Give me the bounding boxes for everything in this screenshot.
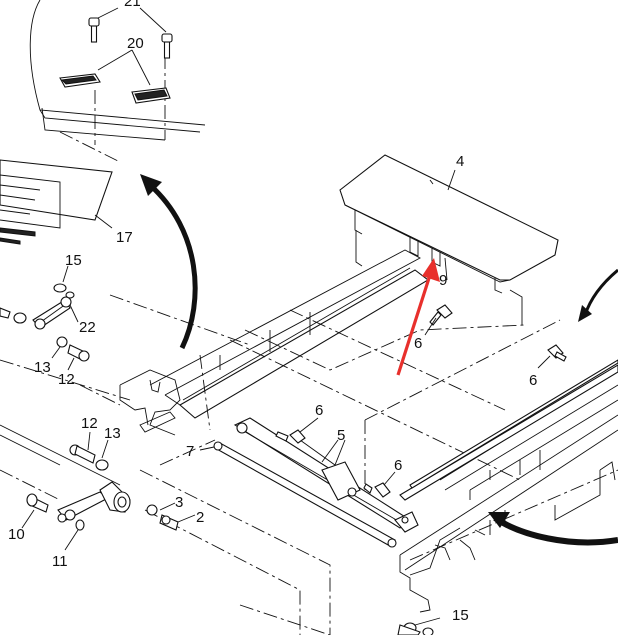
- screw-6-lower: [363, 471, 396, 498]
- callout-12-upper: 12: [58, 371, 75, 388]
- screw-21-right: [161, 33, 173, 59]
- screw-6-top: [424, 304, 453, 336]
- callout-6-lower: 6: [394, 457, 402, 474]
- callout-11: 11: [52, 553, 68, 570]
- inset-panel-17: [29, 0, 206, 163]
- callout-9: 9: [439, 272, 447, 289]
- callout-7: 7: [186, 443, 194, 460]
- return-arrow-left: [140, 174, 198, 350]
- callout-5: 5: [337, 427, 345, 444]
- callout-10: 10: [8, 526, 25, 543]
- pin-12-lower: [69, 431, 109, 471]
- return-arrow-right: [578, 268, 618, 322]
- pin-12-upper: [51, 336, 90, 371]
- main-tray: [0, 230, 618, 635]
- callout-6-mid: 6: [315, 402, 323, 419]
- lever-assembly: [0, 424, 196, 551]
- callout-20: 20: [127, 35, 144, 52]
- callout-2: 2: [196, 509, 204, 526]
- callout-15-top: 15: [65, 252, 82, 269]
- callout-15-bottom: 15: [452, 607, 469, 624]
- callout-4: 4: [456, 153, 464, 170]
- part-17-panel: [0, 159, 113, 245]
- callout-12-lower: 12: [81, 415, 98, 432]
- part-5-rail: [233, 417, 419, 533]
- callout-13-upper: 13: [34, 359, 51, 376]
- callout-21: 21: [124, 0, 141, 10]
- callout-22: 22: [79, 319, 96, 336]
- return-arrow-bottom: [488, 512, 618, 546]
- screw-6-right: [537, 344, 567, 369]
- screw-6-mid: [275, 417, 319, 444]
- screw-21-left: [88, 17, 100, 43]
- bracket-20-right: [131, 87, 171, 104]
- callout-17: 17: [116, 229, 133, 246]
- callout-6-right: 6: [529, 372, 537, 389]
- part-7-rod: [199, 441, 397, 548]
- callout-13-lower: 13: [104, 425, 121, 442]
- part-22-spring: [0, 265, 79, 330]
- part-4-cover: [339, 154, 559, 294]
- part-15-bottom: [397, 617, 441, 635]
- red-arrow-pointer: [396, 258, 440, 376]
- callout-6-top: 6: [414, 335, 422, 352]
- callout-3: 3: [175, 494, 183, 511]
- bracket-20-left: [59, 73, 101, 88]
